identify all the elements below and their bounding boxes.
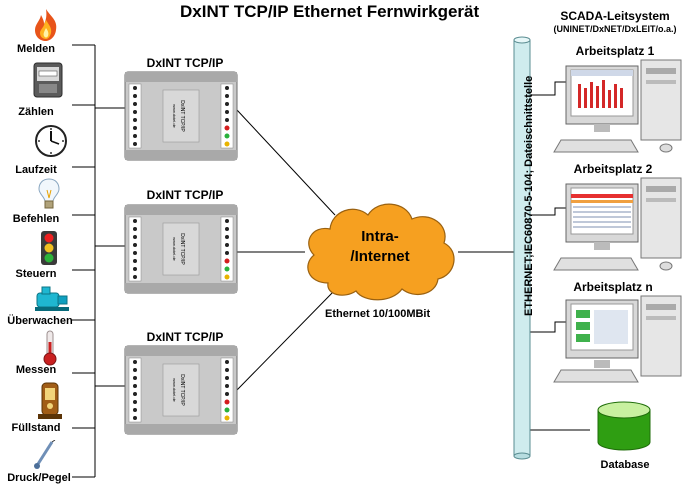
flame-icon (35, 9, 57, 41)
ethernet-bus (513, 36, 531, 460)
pressure-probe-icon (34, 440, 56, 469)
workstation-computer-2 (553, 177, 682, 271)
cloud-label: Intra- /Internet (330, 227, 430, 267)
module-url: www.dxtel.de (172, 104, 177, 128)
label-melden: Melden (17, 43, 55, 55)
database-icon (597, 401, 651, 451)
workstation-title-1: Arbeitsplatz 1 (575, 44, 655, 58)
label-laufzeit: Laufzeit (15, 164, 57, 176)
workstation-title-n: Arbeitsplatz n (573, 280, 653, 294)
cloud-line-2: /Internet (350, 248, 410, 265)
pump-icon (35, 286, 69, 311)
traffic-light-icon (41, 231, 57, 265)
scada-subtitle: (UNINET/DxNET/DxLEIT/o.a.) (553, 24, 677, 34)
device-title-2: DxINT TCP/IP (146, 188, 224, 202)
label-steuern: Steuern (15, 268, 57, 280)
dxint-module-1: DxINT TCP/IP www.dxtel.de (124, 71, 238, 161)
module-url: www.dxtel.de (172, 378, 177, 402)
label-befehlen: Befehlen (12, 213, 60, 225)
page-title: DxINT TCP/IP Ethernet Fernwirkgerät (180, 2, 480, 21)
internet-cloud (307, 203, 455, 301)
module-text: DxINT TCP/IP (179, 100, 185, 132)
dxint-module-2: DxINT TCP/IP www.dxtel.de (124, 204, 238, 294)
module-url: www.dxtel.de (172, 237, 177, 261)
database-label: Database (600, 459, 650, 471)
clock-icon (35, 125, 67, 157)
sensor-bracket (72, 44, 125, 478)
scada-title: SCADA-Leitsystem (560, 9, 670, 23)
device-title-1: DxINT TCP/IP (146, 56, 224, 70)
bus-workstation-links (528, 81, 590, 431)
device-title-3: DxINT TCP/IP (146, 330, 224, 344)
label-fuellstand: Füllstand (11, 422, 61, 434)
label-ueberwachen: Überwachen (7, 315, 73, 327)
label-messen: Messen (15, 364, 57, 376)
label-zaehlen: Zählen (18, 106, 54, 118)
cloud-line-1: Intra- (361, 228, 399, 245)
thermometer-icon (43, 330, 57, 366)
ethernet-speed-label: Ethernet 10/100MBit (325, 308, 431, 320)
device-cloud-links (236, 109, 515, 391)
workstation-computer-n (553, 295, 682, 383)
lightbulb-icon (38, 178, 60, 209)
meter-icon (33, 62, 63, 98)
label-druck-pegel: Druck/Pegel (7, 472, 71, 484)
module-text: DxINT TCP/IP (179, 233, 185, 265)
workstation-title-2: Arbeitsplatz 2 (573, 162, 653, 176)
workstation-computer-1 (553, 59, 682, 153)
bus-label: ETHERNET;IEC60870-5-104; Dateischnittste… (523, 75, 535, 316)
module-text: DxINT TCP/IP (179, 374, 185, 406)
tank-icon (38, 382, 62, 419)
dxint-module-3: DxINT TCP/IP www.dxtel.de (124, 345, 238, 435)
